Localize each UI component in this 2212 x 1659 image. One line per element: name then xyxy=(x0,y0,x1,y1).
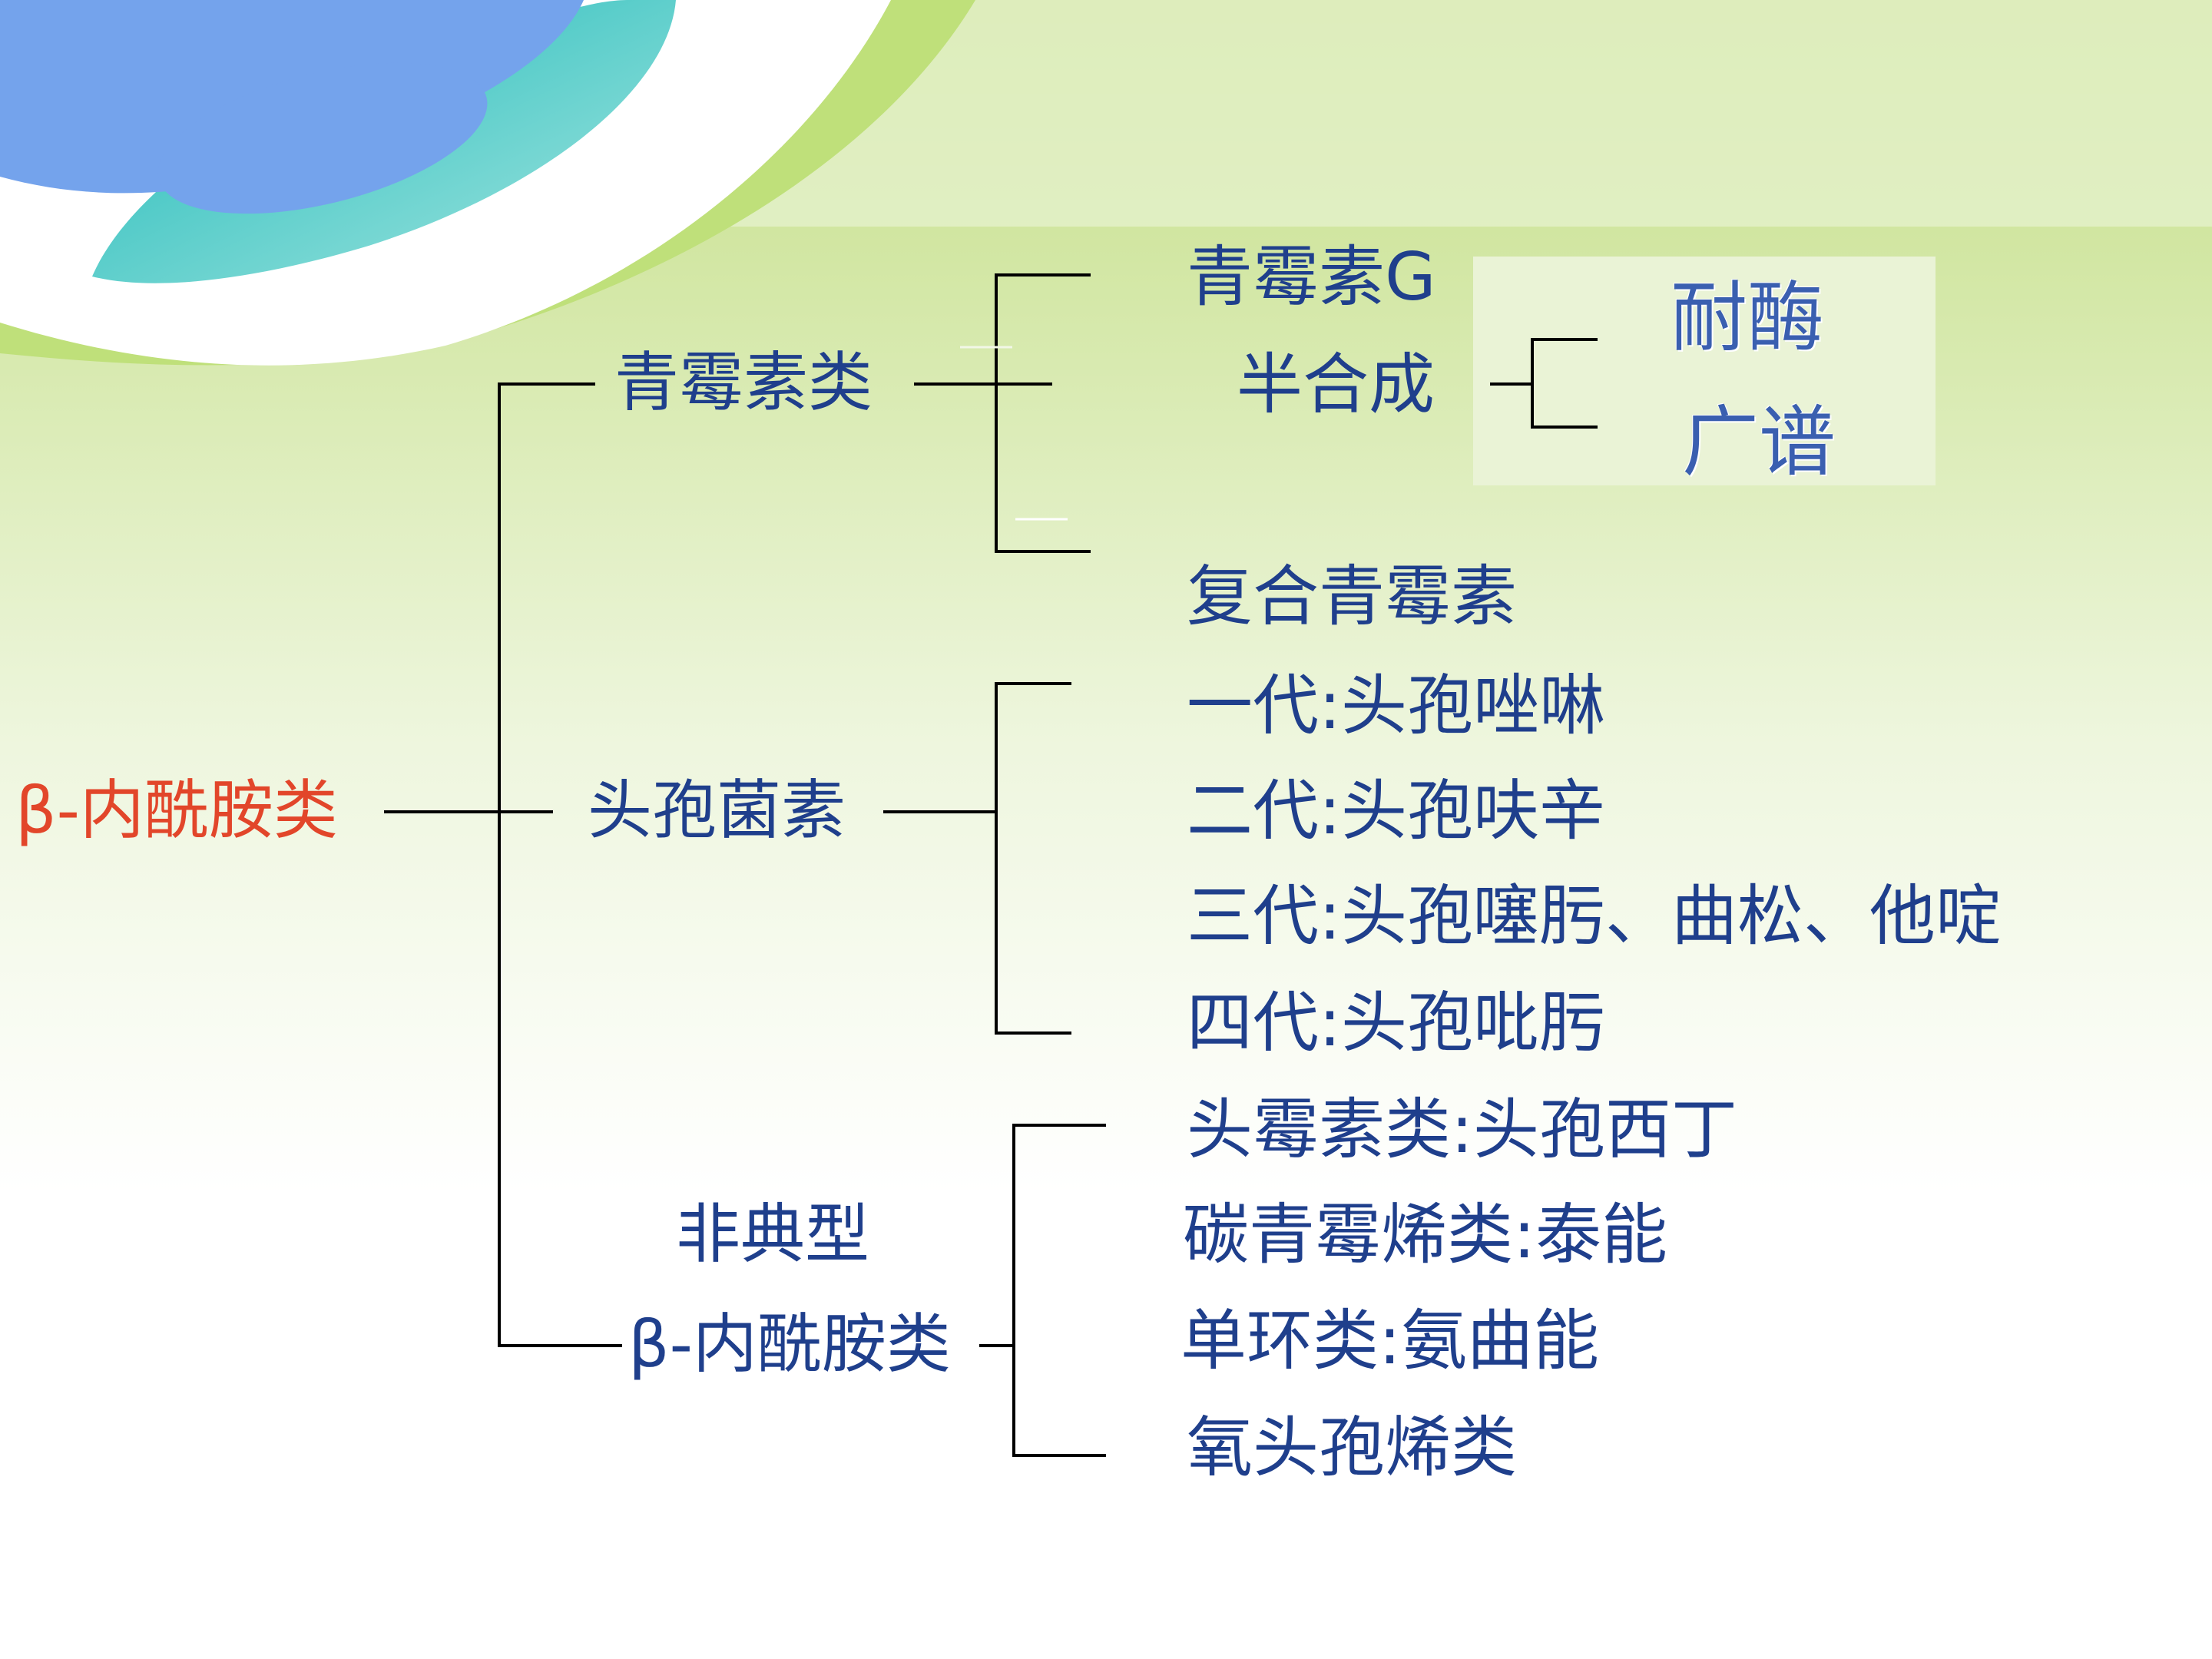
branch-atypical-line1: 非典型 xyxy=(676,1197,870,1272)
atypical-item: 头霉素类:头孢西丁 xyxy=(1187,1091,1737,1168)
generation-item: 二代:头孢呋辛 xyxy=(1187,773,1605,849)
atypical-item: 碳青霉烯类:泰能 xyxy=(1183,1197,1667,1273)
generation-item: 一代:头孢唑啉 xyxy=(1187,667,1605,744)
branch-penicillins: 青霉素类 xyxy=(614,345,873,420)
generation-item: 三代:头孢噻肟、曲松、他啶 xyxy=(1187,878,2002,955)
connector-penicillin-bracket xyxy=(995,273,1091,553)
atypical-item: 氧头孢烯类 xyxy=(1187,1409,1517,1486)
header-banner xyxy=(714,0,2212,227)
item-compound-penicillin: 复合青霉素 xyxy=(1187,558,1517,635)
type-broad-spectrum: 广谱 xyxy=(1682,397,1836,487)
item-semi-synthetic: 半合成 xyxy=(1237,346,1435,423)
connector-cephalosporin-bracket xyxy=(995,682,1071,1035)
connector-semi-bracket xyxy=(1531,338,1598,429)
type-enzyme-resistant: 耐酶 xyxy=(1671,273,1824,363)
item-penicillin-g: 青霉素G xyxy=(1187,239,1436,316)
branch-cephalosporins: 头孢菌素 xyxy=(588,773,846,848)
connector-atypical-bracket xyxy=(1012,1124,1106,1457)
root-node: β-内酰胺类 xyxy=(15,773,338,848)
semi-synthetic-box xyxy=(1473,257,1936,485)
blue-oval xyxy=(157,62,488,214)
branch-atypical-line2: β-内酰胺类 xyxy=(628,1306,951,1382)
atypical-item: 单环类:氨曲能 xyxy=(1181,1303,1599,1379)
connector-main-trunk xyxy=(498,382,622,1347)
generation-item: 四代:头孢吡肟 xyxy=(1187,985,1605,1061)
